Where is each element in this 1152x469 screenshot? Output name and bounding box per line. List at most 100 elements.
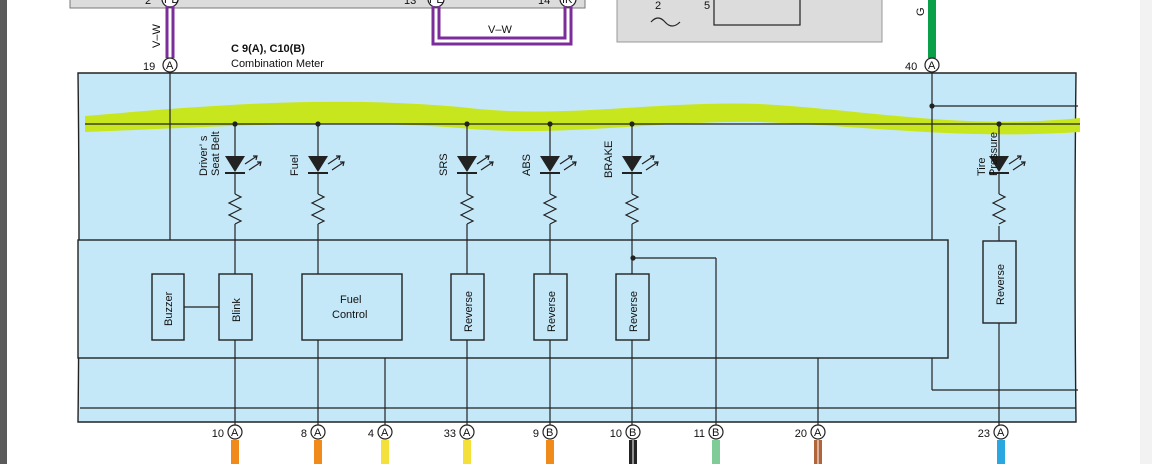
resistor-icon bbox=[310, 193, 326, 225]
bottom-pin-9: A 23 bbox=[978, 424, 1009, 464]
top-pin-conn-ik: IK bbox=[562, 0, 573, 6]
led-light-arrow bbox=[559, 155, 573, 165]
pin-conn-letter: A bbox=[231, 427, 239, 439]
top-pin-conn-pd: PD bbox=[164, 0, 179, 6]
indicator-label: Tire bbox=[976, 157, 988, 176]
indicator-3: SRS bbox=[438, 121, 494, 425]
bottom-pin-2: A8 bbox=[301, 424, 326, 464]
resistor-icon bbox=[624, 193, 640, 225]
bottom-pin-8: A 20 bbox=[795, 424, 826, 464]
led-icon bbox=[308, 156, 328, 172]
blink-label: Blink bbox=[231, 298, 243, 322]
pin-conn-letter: A bbox=[314, 427, 322, 439]
reverse-label-srs: Reverse bbox=[463, 291, 475, 332]
pin-circle bbox=[310, 424, 326, 440]
led-light-arrow bbox=[563, 161, 577, 171]
wire-stub bbox=[997, 440, 1005, 464]
resistor-icon bbox=[991, 193, 1007, 225]
wire-g-right bbox=[928, 0, 936, 58]
fuel-control-block bbox=[301, 273, 403, 341]
pin-number: 10 bbox=[212, 428, 224, 440]
wire-stub bbox=[712, 440, 720, 464]
pin-number: 10 bbox=[610, 428, 622, 440]
pin-conn-letter: A bbox=[381, 427, 389, 439]
led-light-arrow bbox=[331, 161, 345, 171]
indicator-label-2: Seat Belt bbox=[210, 131, 222, 176]
indicator-2: Fuel bbox=[289, 121, 345, 425]
resistor-icon bbox=[542, 193, 558, 225]
resistor-icon bbox=[459, 193, 475, 225]
inset-pin-a: 2 bbox=[655, 0, 661, 12]
control-circuit-block bbox=[77, 239, 949, 359]
pin-number: 33 bbox=[444, 428, 456, 440]
pin-circle bbox=[708, 424, 724, 440]
inset-component-box bbox=[713, 0, 801, 26]
led-light-arrow bbox=[248, 161, 262, 171]
highlight-band bbox=[85, 101, 1080, 135]
led-light-arrow bbox=[1012, 161, 1026, 171]
wire-stub bbox=[463, 440, 471, 464]
pin-40-conn: A bbox=[928, 60, 936, 72]
wire-stub bbox=[314, 440, 322, 464]
pin-number: 8 bbox=[301, 428, 307, 440]
buzzer-label: Buzzer bbox=[163, 291, 175, 326]
pin-circle bbox=[625, 424, 641, 440]
reverse-label-brake: Reverse bbox=[628, 291, 640, 332]
indicator-label: Driver’ s bbox=[198, 135, 210, 176]
top-inset-box bbox=[616, 0, 883, 43]
indicator-label: BRAKE bbox=[603, 141, 615, 178]
pin-number: 23 bbox=[978, 428, 990, 440]
led-light-arrow bbox=[327, 155, 341, 165]
pin-conn-letter: A bbox=[997, 427, 1005, 439]
connector-title: C 9(A), C10(B) bbox=[231, 43, 305, 55]
reverse-block-srs bbox=[450, 273, 485, 341]
pin-circle bbox=[810, 424, 826, 440]
bottom-pin-1: A 10 bbox=[212, 424, 243, 464]
reverse-block-abs bbox=[533, 273, 568, 341]
junction-dot-brake bbox=[630, 255, 636, 261]
wire-label-v-w-mid: V–W bbox=[488, 24, 512, 36]
pin-circle bbox=[227, 424, 243, 440]
pin-40-label: 40 bbox=[905, 61, 917, 73]
wire-label-v-w-left: V–W bbox=[151, 24, 163, 48]
top-pin-circle-pe bbox=[427, 0, 445, 8]
wire-stub bbox=[546, 440, 554, 464]
inset-wave-symbol bbox=[650, 17, 681, 27]
pin-conn-letter: A bbox=[814, 427, 822, 439]
indicator-4: ABS bbox=[521, 121, 577, 425]
pin-conn-letter: B bbox=[546, 427, 553, 439]
pin-circle bbox=[459, 424, 475, 440]
pin-number: 20 bbox=[795, 428, 807, 440]
pin-number: 9 bbox=[533, 428, 539, 440]
inset-pin-b: 5 bbox=[704, 0, 710, 12]
bottom-pin-7: B 11 bbox=[694, 424, 724, 464]
bottom-pin-4: A 33 bbox=[444, 424, 475, 464]
led-light-arrow bbox=[476, 155, 490, 165]
pin-conn-letter: B bbox=[712, 427, 719, 439]
reverse-label-abs: Reverse bbox=[546, 291, 558, 332]
top-pin-num-2: 2 bbox=[145, 0, 151, 7]
reverse-block-brake bbox=[615, 273, 650, 341]
junction-dot-tire bbox=[996, 121, 1002, 127]
pin-conn-letter: A bbox=[463, 427, 471, 439]
led-icon bbox=[989, 156, 1009, 172]
pin-number: 11 bbox=[694, 428, 705, 440]
led-light-arrow bbox=[244, 155, 258, 165]
indicator-label: Fuel bbox=[289, 155, 301, 176]
indicator-label: ABS bbox=[521, 154, 533, 176]
pin-19-conn: A bbox=[166, 60, 174, 72]
led-icon bbox=[622, 156, 642, 172]
wire-stub bbox=[381, 440, 389, 464]
blink-block bbox=[218, 273, 253, 341]
bottom-pin-6: B10 bbox=[610, 424, 641, 464]
indicator-5: BRAKE bbox=[603, 121, 659, 425]
top-pin-conn-pe: PE bbox=[429, 0, 444, 6]
window-right-scroll-area bbox=[1140, 0, 1152, 464]
pin-circle bbox=[377, 424, 393, 440]
fuel-control-label-2: Control bbox=[332, 309, 367, 321]
